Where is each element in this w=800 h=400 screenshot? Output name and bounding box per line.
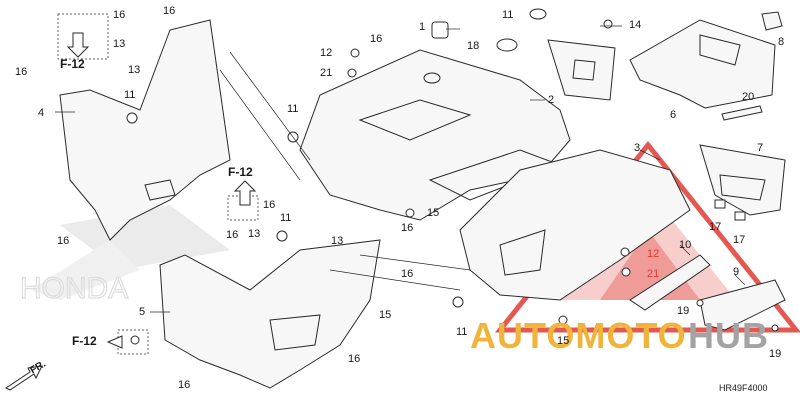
callout-16: 16 bbox=[263, 199, 276, 211]
frame-ref-label: F-12 bbox=[72, 334, 97, 348]
callout-12: 12 bbox=[320, 47, 333, 59]
callout-21: 21 bbox=[320, 67, 333, 79]
callout-15: 15 bbox=[379, 309, 392, 321]
callout-17: 17 bbox=[709, 221, 722, 233]
callout-11: 11 bbox=[456, 326, 468, 338]
callout-17: 17 bbox=[733, 234, 746, 246]
callout-16: 16 bbox=[113, 9, 126, 21]
callout-2: 2 bbox=[548, 94, 555, 106]
callout-11: 11 bbox=[280, 212, 292, 224]
callout-9: 9 bbox=[733, 266, 740, 278]
callout-16: 16 bbox=[401, 268, 414, 280]
callout-16: 16 bbox=[178, 379, 191, 391]
callout-13: 13 bbox=[248, 228, 261, 240]
callout-16: 16 bbox=[226, 229, 239, 241]
callout-16: 16 bbox=[370, 33, 383, 45]
callout-18: 18 bbox=[467, 40, 480, 52]
bracket-part bbox=[547, 39, 616, 101]
callout-15: 15 bbox=[427, 207, 440, 219]
left-fender-upper-part bbox=[59, 19, 231, 241]
callout-13: 13 bbox=[331, 235, 344, 247]
callout-10: 10 bbox=[679, 239, 692, 251]
callout-11: 11 bbox=[124, 89, 136, 101]
callout-21: 21 bbox=[647, 268, 660, 280]
callout-11: 11 bbox=[502, 9, 514, 21]
callout-16: 16 bbox=[401, 222, 414, 234]
callout-4: 4 bbox=[38, 107, 45, 119]
cover-part bbox=[629, 19, 776, 109]
frame-ref-label: F-12 bbox=[228, 165, 253, 179]
plate-part bbox=[699, 279, 786, 331]
callout-8: 8 bbox=[778, 36, 785, 48]
callout-16: 16 bbox=[348, 353, 361, 365]
rear-guard-part bbox=[459, 149, 691, 301]
callout-1: 1 bbox=[419, 21, 426, 33]
callout-14: 14 bbox=[629, 19, 642, 31]
strap-part bbox=[721, 105, 763, 121]
callout-19: 19 bbox=[769, 348, 782, 360]
callout-13: 13 bbox=[113, 38, 126, 50]
callout-11: 11 bbox=[287, 103, 299, 115]
callout-5: 5 bbox=[139, 306, 146, 318]
frame-ref-label: F-12 bbox=[60, 57, 85, 71]
fr-arrow bbox=[5, 365, 43, 391]
callout-15: 15 bbox=[557, 335, 570, 347]
strip-part bbox=[629, 254, 711, 311]
callout-12: 12 bbox=[647, 248, 660, 260]
leader-lines bbox=[55, 25, 746, 313]
fasteners bbox=[126, 8, 779, 345]
callout-13: 13 bbox=[128, 64, 141, 76]
callout-16: 16 bbox=[15, 66, 28, 78]
clip-part bbox=[761, 11, 783, 31]
callout-20: 20 bbox=[742, 91, 755, 103]
brand-watermark-left: AUTOMOTO bbox=[470, 315, 687, 356]
storage-box-part bbox=[699, 144, 786, 216]
diagram-code: HR49F4000 bbox=[719, 383, 768, 393]
left-fender-lower-part bbox=[159, 239, 381, 389]
callout-16: 16 bbox=[57, 235, 70, 247]
callout-7: 7 bbox=[757, 142, 764, 154]
callout-19: 19 bbox=[677, 305, 690, 317]
ref-arrows bbox=[66, 32, 257, 349]
brand-watermark-right: HUB bbox=[688, 315, 769, 356]
callout-6: 6 bbox=[670, 109, 677, 121]
honda-watermark: HONDA bbox=[20, 272, 128, 305]
callout-3: 3 bbox=[634, 142, 641, 154]
callout-16: 16 bbox=[163, 5, 176, 17]
